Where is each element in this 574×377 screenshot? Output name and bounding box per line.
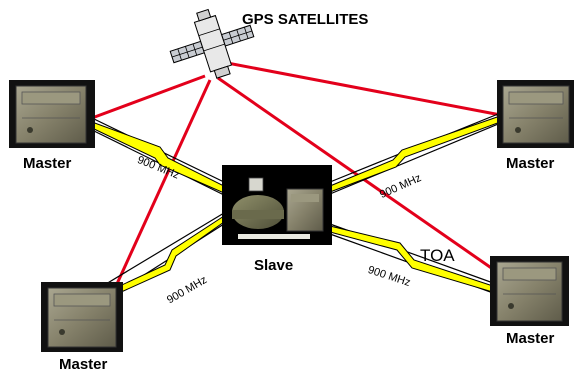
slave-label: Slave <box>254 257 294 274</box>
master-unit-top-right-icon <box>497 80 574 148</box>
gps-link-top-right <box>221 60 507 118</box>
diagram-title: GPS SATELLITES <box>242 11 369 28</box>
gps-link-bottom-left <box>114 79 212 287</box>
satellite-icon <box>169 8 255 79</box>
master-unit-bottom-right-icon <box>490 256 569 326</box>
master-unit-top-left-icon <box>9 80 95 148</box>
toa-annotation: TOA <box>420 246 455 265</box>
slave-unit-icon <box>222 165 332 245</box>
master-unit-bottom-left-icon <box>41 282 123 352</box>
master-label-top-right: Master <box>506 155 555 172</box>
radio-bolt-bottom-right <box>329 225 497 294</box>
radio-bolt-top-left <box>91 121 225 194</box>
gps-link-top-left <box>91 74 206 120</box>
master-label-bottom-left: Master <box>59 356 108 373</box>
master-label-bottom-right: Master <box>506 330 555 347</box>
master-label-top-left: Master <box>23 155 72 172</box>
